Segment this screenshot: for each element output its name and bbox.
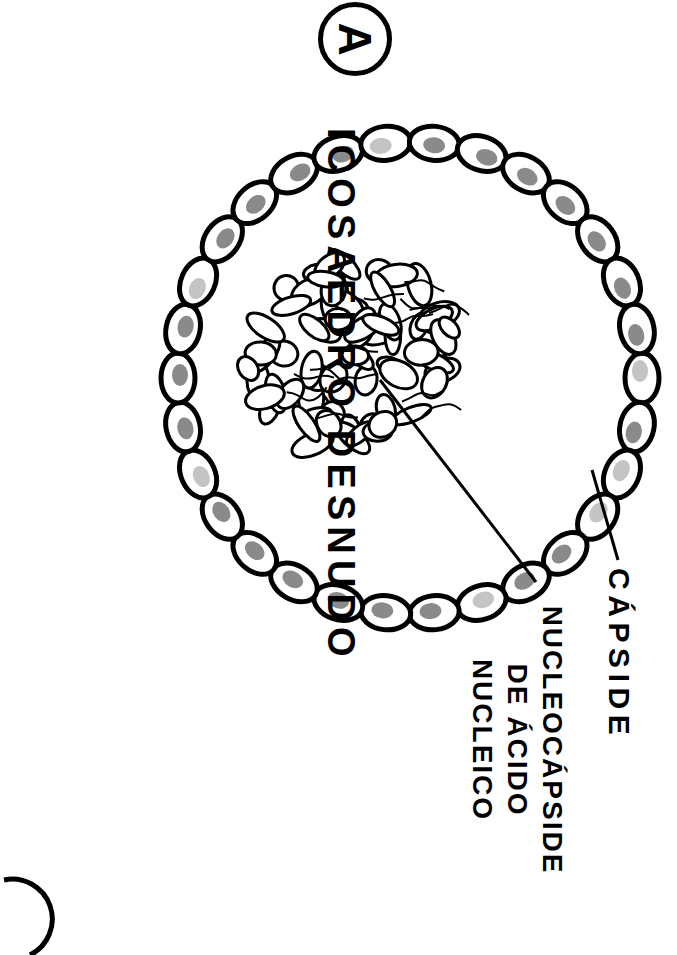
part-label: CÁPSIDE [601, 568, 639, 740]
capsomer-shade [186, 275, 210, 302]
leader-line [592, 470, 618, 560]
capsid-ring [161, 124, 659, 632]
diagram-title-label: ICOSAEDRO DESNUDO [317, 128, 365, 663]
nucleic-acid-strand [364, 294, 404, 300]
capsomer-outline [453, 579, 511, 627]
part-label: NUCLEOCÁPSIDE DE ÁCIDO NUCLEICO [465, 590, 570, 890]
nucleic-acid-coil [364, 406, 401, 442]
capsomer-outline [408, 124, 461, 163]
capsomer-shade [552, 192, 579, 219]
capsomer-shade [626, 323, 646, 348]
capsomer-shade [213, 225, 239, 252]
nucleic-acid-coil [243, 381, 288, 414]
capsomer [408, 124, 461, 163]
nucleic-acid-strand [402, 391, 442, 401]
nucleic-acid-coil [435, 313, 463, 342]
nucleic-acid-strand [393, 314, 433, 323]
capsomer-shade [241, 537, 268, 564]
capsomer-outline [615, 301, 659, 357]
capsomer-outline [625, 353, 659, 403]
capsomer-outline [359, 593, 412, 632]
capsomer-shade [624, 420, 644, 445]
leader-line [380, 380, 536, 582]
capsomer-outline [359, 124, 412, 163]
capsomer-outline [161, 301, 205, 357]
capsomer-shade [279, 567, 306, 592]
capsomer-shade [611, 275, 635, 302]
capsomer [625, 353, 659, 403]
nucleic-acid-strand [410, 306, 450, 310]
capsomer-shade [175, 416, 195, 441]
capsomer-outline [615, 399, 659, 455]
capsomer [359, 593, 412, 632]
capsomer-outline [161, 399, 205, 455]
capsomer [453, 579, 511, 627]
capsomer-shade [514, 164, 541, 189]
capsomer-shade [419, 602, 443, 620]
nucleic-acid-coil [360, 310, 402, 339]
capsomer-shade [470, 589, 496, 611]
panel-letter-circle: A [318, 2, 392, 76]
capsomer [615, 301, 659, 357]
capsomer-shade [369, 137, 393, 155]
capsomer-shade [371, 601, 395, 619]
nucleic-acid-coil [270, 291, 313, 319]
capsomer [161, 399, 205, 455]
capsomer-shade [287, 160, 314, 185]
capsomer-outline [408, 593, 461, 632]
nucleic-acid-coil [233, 353, 263, 385]
capsomer-shade [632, 360, 648, 382]
capsomer-shade [172, 364, 188, 386]
nucleic-acid-coil [288, 402, 324, 445]
capsomer-shade [208, 498, 234, 525]
capsomer [161, 301, 205, 357]
capsomer-shade [242, 191, 269, 218]
panel-letter: A [332, 22, 378, 55]
capsomer-shade [474, 146, 500, 168]
capsomer-shade [610, 457, 634, 484]
nucleic-acid-strand [404, 280, 444, 291]
capsomer-shade [548, 541, 575, 568]
capsomer [161, 353, 195, 403]
capsomer [359, 124, 412, 163]
capsomer-shade [422, 136, 446, 154]
capsomer-shade [190, 463, 214, 490]
panel-marker-fragment [4, 879, 52, 955]
capsomer-shade [175, 314, 195, 339]
nucleic-acid-coil [416, 363, 452, 402]
nucleic-acid-coil [366, 269, 399, 311]
capsomer-outline [161, 353, 195, 403]
nucleic-acid-strand [421, 404, 461, 417]
capsomer [408, 593, 461, 632]
nucleic-acid-coil [403, 338, 439, 366]
capsomer [615, 399, 659, 455]
capsomer-shade [584, 228, 610, 255]
